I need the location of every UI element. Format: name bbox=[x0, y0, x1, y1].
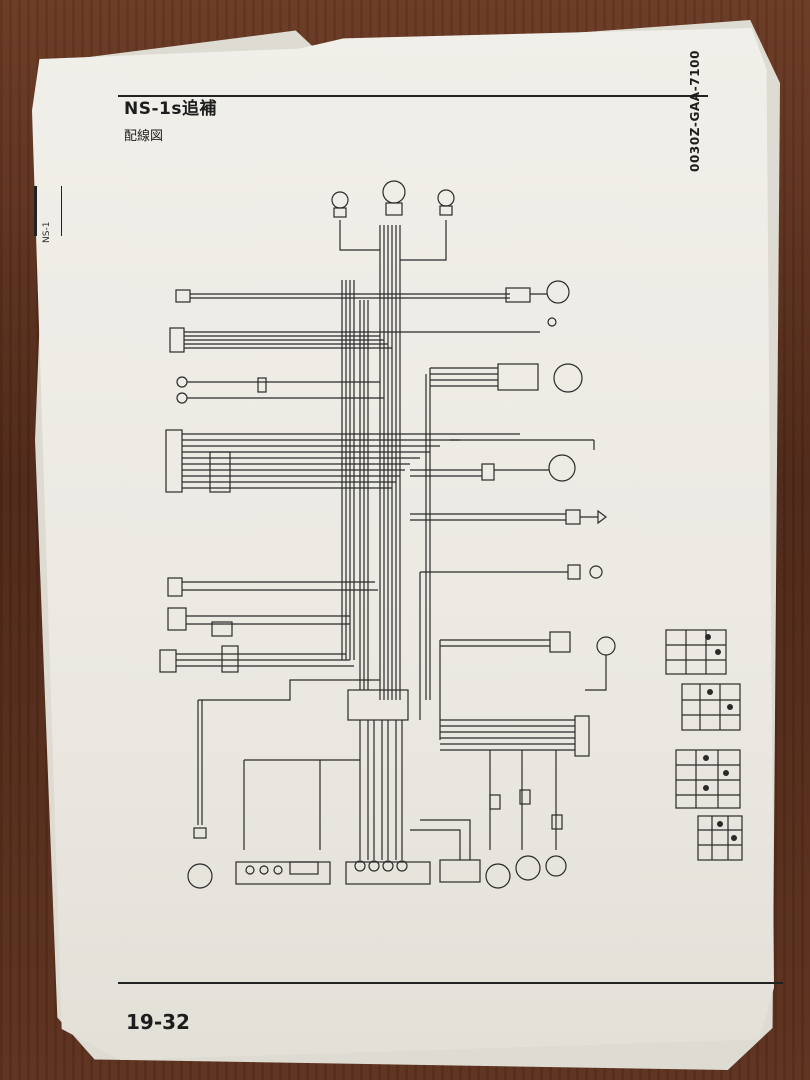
footer-rule bbox=[118, 982, 783, 984]
right-bulb-icon bbox=[437, 189, 455, 216]
manual-page bbox=[32, 28, 774, 1060]
page-number: 19-32 bbox=[126, 1010, 190, 1034]
page-title: NS-1s追補 bbox=[124, 99, 217, 119]
left-bulb-icon bbox=[331, 191, 349, 218]
page-subtitle: 配線図 bbox=[124, 129, 164, 144]
section-tab-mark bbox=[34, 186, 62, 236]
header-rule bbox=[118, 95, 708, 97]
headlight-bulb-icon bbox=[382, 180, 406, 216]
